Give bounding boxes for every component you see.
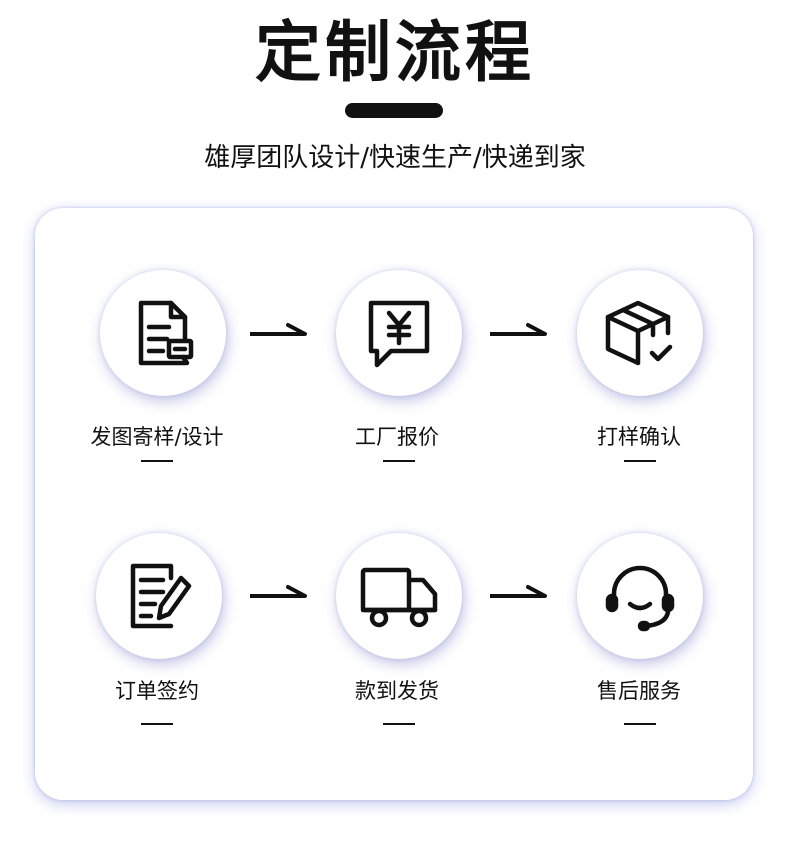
step-6-dash	[624, 723, 656, 725]
arrow-right-icon	[490, 323, 547, 336]
step-4-dash	[141, 723, 173, 725]
box-check-icon	[605, 300, 673, 366]
arrow-right-icon	[250, 585, 307, 598]
step-5-label: 款到发货	[355, 679, 439, 703]
step-4-circle	[96, 533, 222, 659]
arrow-right-icon	[250, 323, 307, 336]
step-4-label: 订单签约	[115, 679, 199, 703]
step-5-dash	[383, 723, 415, 725]
step-3-circle	[577, 270, 703, 396]
page-title: 定制流程	[255, 14, 535, 91]
title-underline	[345, 103, 443, 118]
contract-pen-icon	[130, 563, 192, 629]
step-1-label: 发图寄样/设计	[90, 425, 224, 449]
step-3-label: 打样确认	[597, 425, 681, 449]
step-2-dash	[383, 460, 415, 462]
yuan-quote-icon	[368, 300, 430, 368]
delivery-truck-icon	[360, 567, 438, 628]
step-5-circle	[336, 533, 462, 659]
document-chat-icon	[138, 300, 194, 366]
headset-icon	[605, 565, 675, 632]
step-1-circle	[100, 270, 226, 396]
step-2-circle	[336, 270, 462, 396]
step-1-dash	[141, 460, 173, 462]
page-subtitle: 雄厚团队设计/快速生产/快递到家	[204, 143, 586, 173]
step-3-dash	[624, 460, 656, 462]
step-6-circle	[577, 533, 703, 659]
step-2-label: 工厂报价	[355, 425, 439, 449]
arrow-right-icon	[490, 585, 547, 598]
step-6-label: 售后服务	[597, 679, 681, 703]
